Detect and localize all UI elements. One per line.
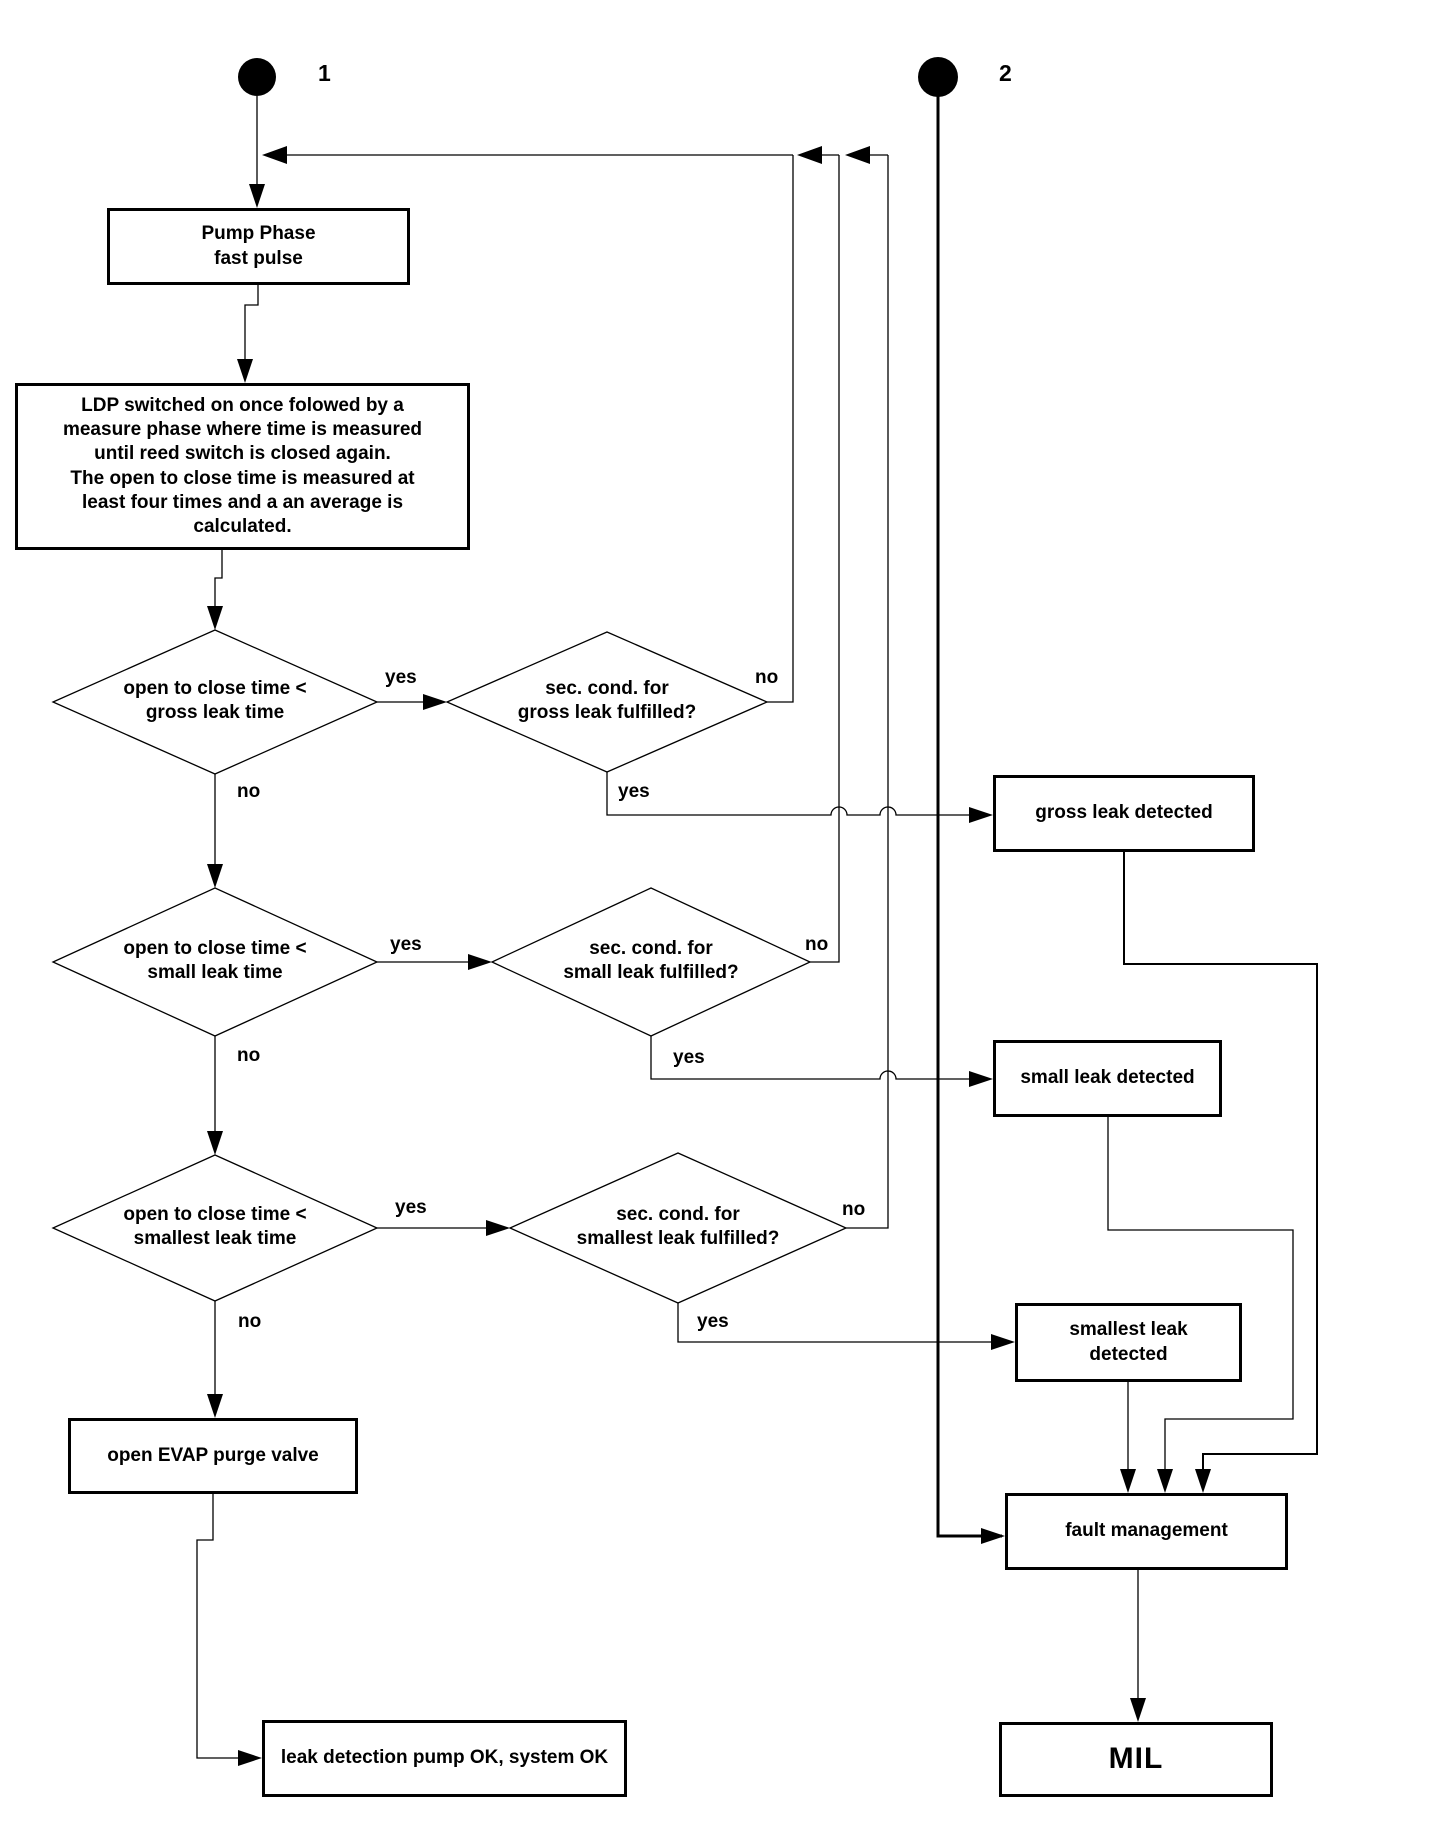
decision-gross-sec-label: sec. cond. for gross leak fulfilled?	[517, 678, 697, 723]
edge-evap-to-ok	[196, 1494, 259, 1759]
edge-d2m-yes	[650, 1036, 990, 1080]
edge-label-no-smallest: no	[238, 1311, 262, 1332]
mil-box: MIL	[999, 1722, 1273, 1797]
gross-leak-detected-box: gross leak detected	[993, 775, 1255, 852]
edge-d3m-yes	[677, 1303, 1012, 1343]
start-2-label: 2	[999, 60, 1012, 86]
fault-management-box: fault management	[1005, 1493, 1288, 1570]
edge-label-no-gross: no	[237, 781, 261, 802]
decision-smallest-sec-label: sec. cond. for smallest leak fulfilled?	[576, 1204, 780, 1249]
edge-no-gross-sec	[767, 155, 794, 703]
edge-gross-to-fault	[1123, 852, 1318, 1490]
start-node-2	[918, 57, 958, 97]
pump-phase-box: Pump Phase fast pulse	[107, 208, 410, 285]
edge-label-no-gross-sec: no	[755, 667, 779, 688]
edge-no-smallest-sec	[846, 155, 889, 1229]
decision-smallest-time-label: open to close time < smallest leak time	[123, 1204, 307, 1249]
edge-start2-to-fault	[936, 96, 1002, 1538]
edge-ldp-to-d1	[214, 550, 223, 626]
edge-label-yes-small-sec: yes	[673, 1047, 705, 1068]
edge-label-yes-gross-sec: yes	[618, 781, 650, 802]
start-node-1	[238, 58, 276, 96]
edge-d1m-yes	[606, 772, 990, 816]
edge-label-no-small: no	[237, 1045, 261, 1066]
edge-small-to-fault	[1107, 1117, 1294, 1490]
edge-no-small-sec	[810, 155, 840, 963]
start-1-label: 1	[318, 60, 331, 86]
smallest-leak-detected-box: smallest leak detected	[1015, 1303, 1242, 1382]
edge-label-no-small-sec: no	[805, 934, 829, 955]
small-leak-detected-box: small leak detected	[993, 1040, 1222, 1117]
open-evap-box: open EVAP purge valve	[68, 1418, 358, 1494]
edge-label-no-smallest-sec: no	[842, 1199, 866, 1220]
decision-small-time-label: open to close time < small leak time	[123, 938, 307, 983]
decision-small-sec-label: sec. cond. for small leak fulfilled?	[563, 938, 739, 983]
edge-label-yes-gross: yes	[385, 667, 417, 688]
edge-label-yes-smallest: yes	[395, 1197, 427, 1218]
system-ok-box: leak detection pump OK, system OK	[262, 1720, 627, 1797]
decision-gross-time-label: open to close time < gross leak time	[123, 678, 307, 723]
edge-pump-to-ldp	[244, 285, 259, 380]
ldp-measure-box: LDP switched on once folowed by a measur…	[15, 383, 470, 550]
arrowheads	[207, 146, 1211, 1766]
edge-label-yes-smallest-sec: yes	[697, 1311, 729, 1332]
edge-label-yes-small: yes	[390, 934, 422, 955]
